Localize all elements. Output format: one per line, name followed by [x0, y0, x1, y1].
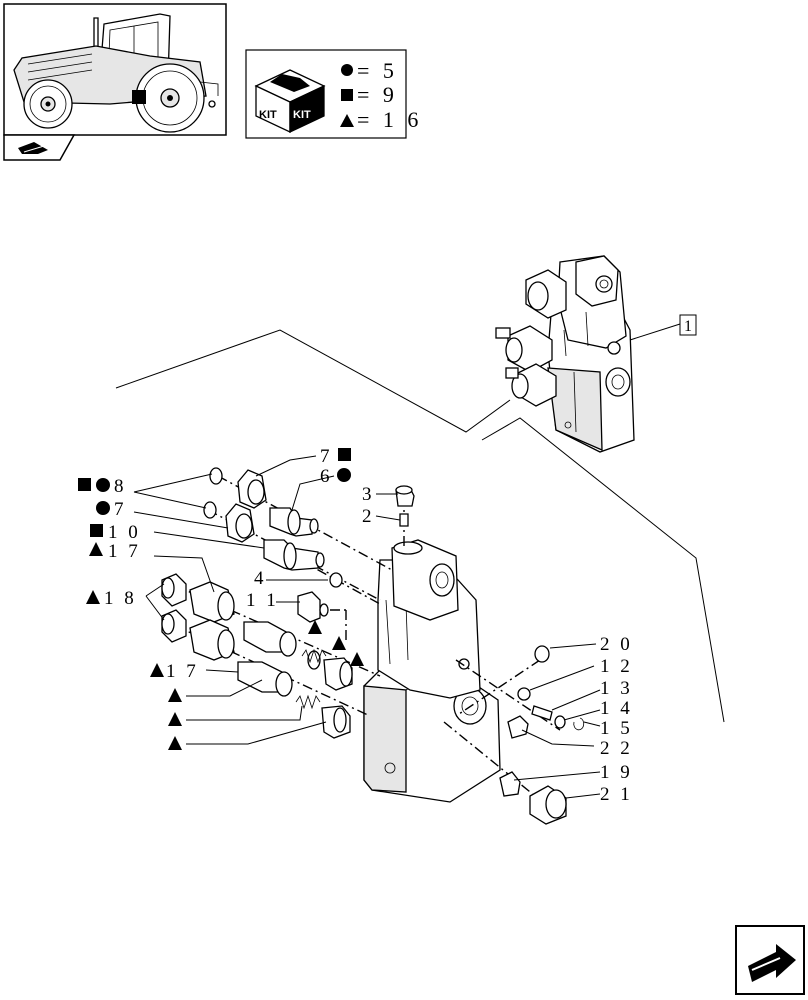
kit-square-count: = 9	[357, 82, 398, 107]
top-parts	[395, 485, 415, 527]
callout-14: 1 4	[600, 698, 633, 719]
callout-17-upper: 1 7	[108, 541, 141, 562]
valve-body	[363, 539, 501, 803]
left-parts	[161, 467, 353, 739]
kit-legend-circle-row: = 5	[341, 58, 398, 83]
kit-box-icon: KIT KIT	[254, 69, 326, 134]
callout-15: 1 5	[600, 718, 633, 739]
part-8-seal-upper	[209, 467, 223, 485]
kit-label-left: KIT	[259, 109, 277, 121]
part-15-circlip	[573, 717, 585, 731]
kit-triangle-count: = 1 6	[357, 107, 422, 132]
circle-symbol-icon	[96, 501, 110, 515]
next-page-arrow-icon[interactable]	[735, 925, 805, 995]
circle-symbol-icon	[341, 64, 353, 76]
callout-21: 2 1	[600, 784, 633, 805]
circle-symbol-icon	[96, 478, 110, 492]
callout-17-lower: 1 7	[166, 661, 199, 682]
triangle-symbol-icon	[308, 620, 322, 634]
leader-lines	[133, 455, 601, 799]
part-14-ring	[554, 715, 566, 729]
part-4-ball	[329, 572, 343, 588]
callout-11: 1 1	[246, 590, 279, 611]
kit-circle-count: = 5	[357, 58, 398, 83]
triangle-symbol-icon	[168, 736, 182, 750]
callout-18: 1 8	[104, 588, 137, 609]
callout-6: 6	[320, 466, 333, 487]
callout-2: 2	[362, 506, 375, 527]
left-callouts: 8 7 1 0 1 7 1 8 1 7	[78, 476, 199, 750]
callout-13: 1 3	[600, 678, 633, 699]
top-callouts: 7 6 3 2 4 1 1	[246, 446, 375, 666]
part-13-pin	[531, 705, 553, 721]
square-symbol-icon	[90, 524, 103, 537]
square-symbol-icon	[341, 89, 353, 101]
section-pointer-icon	[3, 134, 76, 161]
callout-22: 2 2	[600, 738, 633, 759]
kit-legend: KIT KIT = 5 = 9 = 1 6	[245, 49, 422, 139]
triangle-symbol-icon	[350, 652, 364, 666]
square-symbol-icon	[78, 478, 91, 491]
assembled-valve: 1	[495, 255, 697, 453]
part-12-ball	[517, 687, 531, 701]
spring-upper	[301, 648, 327, 664]
kit-legend-triangle-row: = 1 6	[340, 107, 422, 132]
part-20-plug	[534, 645, 550, 663]
triangle-symbol-icon	[86, 590, 100, 604]
right-callouts: 2 0 1 2 1 3 1 4 1 5 2 2 1 9 2 1	[600, 634, 633, 805]
callout-19: 1 9	[600, 762, 633, 783]
callout-3: 3	[362, 484, 375, 505]
callout-8: 8	[114, 476, 127, 497]
triangle-symbol-icon	[168, 712, 182, 726]
part-19-seal	[499, 771, 521, 797]
triangle-symbol-icon	[150, 663, 164, 677]
part-22-plug	[507, 715, 529, 739]
kit-label-right: KIT	[293, 109, 311, 121]
triangle-symbol-icon	[89, 542, 103, 556]
circle-symbol-icon	[337, 468, 351, 482]
callout-4: 4	[254, 568, 267, 589]
right-parts	[499, 645, 585, 825]
spring-lower	[295, 694, 321, 710]
callout-7-left: 7	[114, 499, 127, 520]
square-symbol-icon	[338, 448, 351, 461]
callout-20: 2 0	[600, 634, 633, 655]
callout-12: 1 2	[600, 656, 633, 677]
tractor-thumbnail-icon	[3, 3, 227, 136]
triangle-symbol-icon	[168, 688, 182, 702]
triangle-symbol-icon	[340, 114, 354, 127]
part-8-seal-lower	[203, 501, 217, 519]
callout-10: 1 0	[108, 522, 141, 543]
callout-7-top: 7	[320, 446, 333, 467]
part-2-pin	[399, 513, 409, 527]
callout-1: 1	[684, 318, 692, 335]
perspective-frame	[115, 329, 725, 723]
kit-legend-square-row: = 9	[341, 82, 398, 107]
part-11-plug	[297, 591, 321, 623]
triangle-symbol-icon	[332, 636, 346, 650]
